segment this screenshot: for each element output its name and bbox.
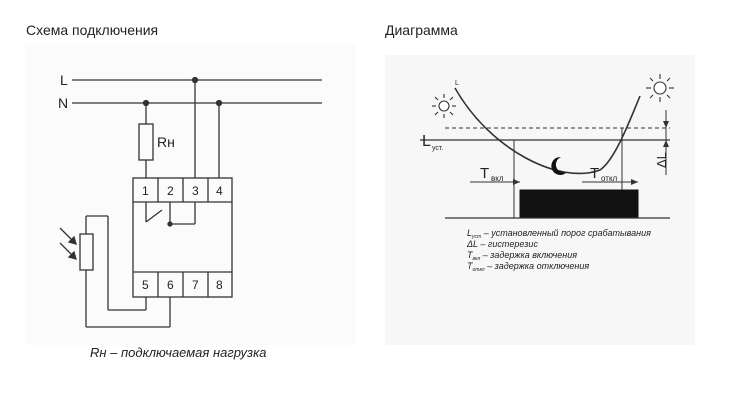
threshold-sub: уст. [432, 145, 443, 152]
wiring-scheme [59, 76, 322, 328]
diagram-heading: Диаграмма [385, 22, 458, 38]
t-off-label: T [590, 165, 599, 182]
wiring-heading: Схема подключения [26, 22, 159, 38]
sun-icon [646, 74, 674, 102]
contact-switch [145, 209, 163, 223]
diagram-legend: Lуст – установленный порог срабатывания … [466, 228, 651, 273]
legend-item: Lуст – установленный порог срабатывания [467, 228, 651, 240]
top-terminals: 1 2 3 4 [142, 184, 223, 198]
timing-diagram [420, 87, 670, 219]
legend-item: ΔL – гистерезис [466, 239, 538, 249]
light-level-curve [454, 87, 641, 175]
label-l: L [60, 72, 68, 88]
output-pulse [519, 189, 639, 219]
wiring-caption: Rн – подключаемая нагрузка [90, 345, 266, 360]
bottom-terminals: 5 6 7 8 [142, 278, 223, 292]
label-n: N [58, 95, 68, 111]
t-on-label: T [480, 165, 489, 182]
terminal-8: 8 [216, 278, 223, 292]
terminal-3: 3 [192, 184, 199, 198]
terminal-2: 2 [167, 184, 174, 198]
t-off-sub: откл [601, 174, 618, 183]
moon-icon [551, 156, 567, 175]
terminal-1: 1 [142, 184, 149, 198]
terminal-5: 5 [142, 278, 149, 292]
load-label: Rн [157, 134, 175, 150]
hysteresis-label: ΔL [654, 152, 669, 168]
sun-icon [432, 94, 456, 118]
threshold-label: L [422, 133, 431, 150]
terminal-6: 6 [167, 278, 174, 292]
curve-label: L [455, 80, 459, 87]
terminal-4: 4 [216, 184, 223, 198]
legend-item: Tвкл – задержка включения [467, 250, 577, 262]
terminal-7: 7 [192, 278, 199, 292]
legend-item: Tоткл – задержка отключения [467, 261, 589, 273]
wiring-backdrop [26, 45, 356, 345]
t-on-sub: вкл [491, 174, 504, 183]
